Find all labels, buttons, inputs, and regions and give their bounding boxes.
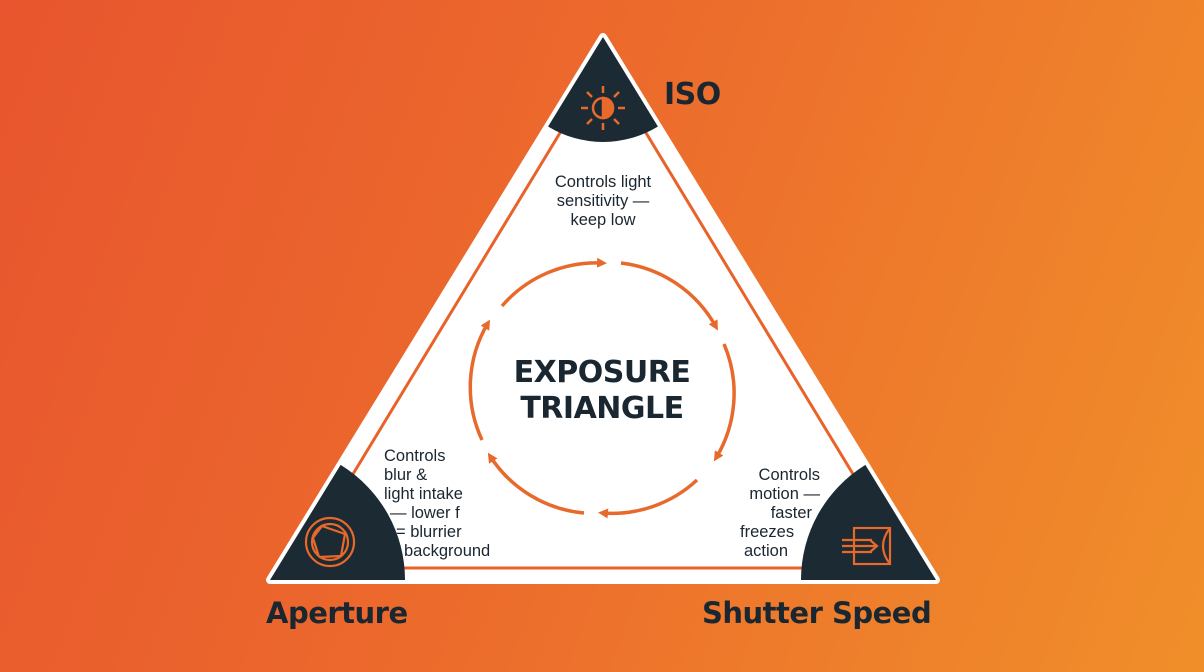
desc-line: — lower f [390, 504, 460, 522]
desc-line: blur & [384, 466, 428, 484]
title-line-2: TRIANGLE [520, 391, 684, 426]
inner-triangle-outline [293, 59, 913, 570]
shutter-description: Controls motion — faster freezes action [716, 466, 820, 561]
cycle-arrow [487, 452, 585, 515]
desc-line: light intake [384, 485, 463, 503]
shutter-speed-label: Shutter Speed [702, 596, 932, 630]
desc-line: Controls [758, 466, 820, 484]
desc-line: background [404, 542, 491, 560]
iso-label: ISO [664, 77, 721, 112]
cycle-arrow [500, 257, 607, 308]
aperture-description: Controls blur & light intake — lower f =… [384, 447, 490, 561]
desc-line: keep low [570, 211, 636, 229]
triangle-panel [266, 33, 940, 584]
aperture-label: Aperture [266, 596, 408, 630]
cycle-arrow [713, 343, 736, 462]
desc-line: faster [770, 504, 812, 522]
desc-line: freezes [740, 523, 795, 541]
desc-line: Controls [384, 447, 446, 465]
cycle-arrow [468, 319, 491, 441]
cycle-arrow [620, 261, 718, 331]
desc-line: action [744, 542, 789, 560]
shutter-motion-icon [842, 526, 892, 566]
aperture-corner-wedge [270, 464, 405, 580]
cycle-arrows [468, 257, 736, 519]
aperture-icon [304, 516, 356, 568]
iso-description: Controls light sensitivity — keep low [520, 173, 686, 230]
shutter-corner-wedge [801, 464, 936, 580]
desc-line: sensitivity — [556, 192, 650, 210]
desc-line: motion — [749, 485, 820, 503]
desc-line: = blurrier [396, 523, 462, 541]
cycle-arrow [598, 478, 699, 519]
diagram-title: EXPOSURE TRIANGLE [452, 355, 752, 427]
title-line-1: EXPOSURE [513, 355, 691, 390]
desc-line: Controls light [554, 173, 652, 191]
sun-half-icon [581, 86, 625, 130]
